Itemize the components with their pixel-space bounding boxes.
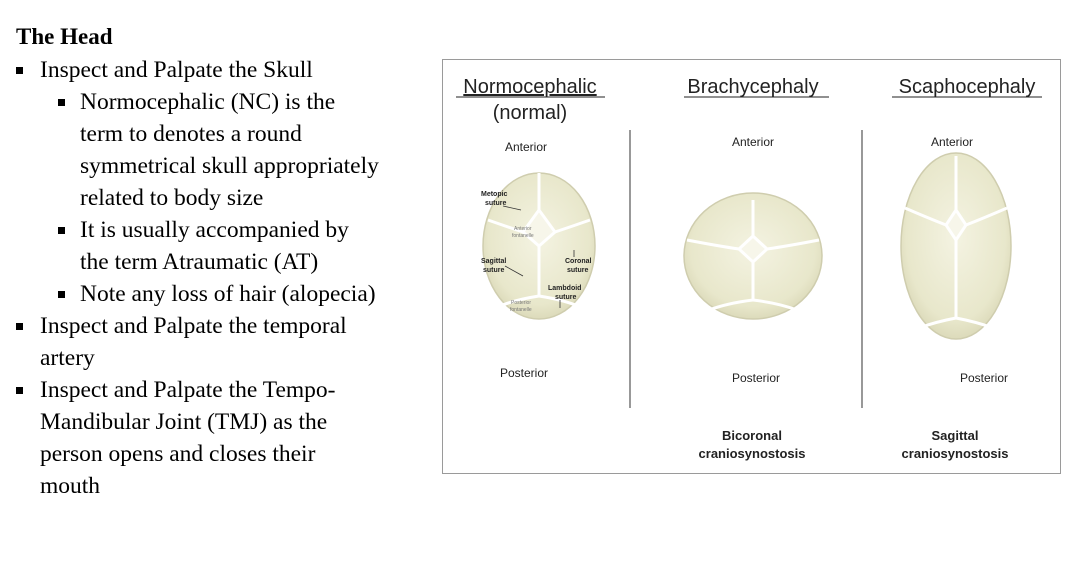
slide-heading: The Head — [16, 24, 113, 49]
posterior-label: Posterior — [732, 371, 780, 385]
bullet-list: Inspect and Palpate the Skull Normocepha… — [16, 54, 436, 502]
square-bullet-icon — [58, 227, 65, 234]
sub-bullet-atraumatic: It is usually accompanied by the term At… — [16, 214, 436, 278]
bullet-text-line: mouth — [40, 473, 101, 499]
bullet-text-line: It is usually accompanied by — [80, 217, 349, 243]
bullet-text-line: artery — [40, 345, 95, 371]
bullet-skull: Inspect and Palpate the Skull — [16, 54, 436, 86]
panel-scaphocephaly: Scaphocephaly Anterior Posterior Sagitta… — [892, 76, 1042, 461]
suture-label: Coronal — [565, 258, 592, 265]
skull-shapes-figure: Normocephalic (normal) Anterior Metopic … — [442, 59, 1061, 474]
fontanelle-label: fontanelle — [512, 233, 534, 239]
bullet-text-line: the term Atraumatic (AT) — [80, 249, 319, 275]
fontanelle-label: Posterior — [511, 300, 531, 306]
panel-title: Normocephalic — [463, 76, 596, 98]
bullet-text-line: Mandibular Joint (TMJ) as the — [40, 409, 328, 435]
sub-bullet-normocephalic: Normocephalic (NC) is the term to denote… — [16, 86, 436, 214]
square-bullet-icon — [16, 323, 23, 330]
square-bullet-icon — [16, 67, 23, 74]
suture-label: suture — [483, 267, 505, 274]
bullet-text-line: Inspect and Palpate the Tempo- — [40, 377, 336, 403]
anterior-label: Anterior — [732, 135, 774, 149]
bullet-text: Inspect and Palpate the Skull — [40, 57, 313, 83]
panel-subtitle: (normal) — [493, 102, 567, 124]
anterior-label: Anterior — [505, 140, 547, 154]
bullet-text-line: term to denotes a round — [80, 121, 302, 147]
suture-label: Sagittal — [481, 258, 506, 265]
square-bullet-icon — [58, 99, 65, 106]
condition-caption: Bicoronal — [722, 428, 782, 443]
panel-normocephalic: Normocephalic (normal) Anterior Metopic … — [456, 76, 605, 380]
bullet-temporal-artery: Inspect and Palpate the temporal artery — [16, 310, 436, 374]
bullet-text-line: symmetrical skull appropriately — [80, 153, 379, 179]
condition-caption: craniosynostosis — [699, 446, 806, 461]
panel-title: Scaphocephaly — [899, 76, 1036, 98]
fontanelle-label: fontanelle — [510, 307, 532, 313]
bullet-tmj: Inspect and Palpate the Tempo- Mandibula… — [16, 374, 436, 502]
anterior-label: Anterior — [931, 135, 973, 149]
suture-label: suture — [555, 294, 577, 301]
condition-caption: Sagittal — [932, 428, 979, 443]
panel-title: Brachycephaly — [687, 76, 818, 98]
bullet-text-line: Normocephalic (NC) is the — [80, 89, 336, 115]
square-bullet-icon — [58, 291, 65, 298]
suture-label: suture — [485, 200, 507, 207]
condition-caption: craniosynostosis — [902, 446, 1009, 461]
bullet-text-line: related to body size — [80, 185, 264, 211]
bullet-text-line: person opens and closes their — [40, 441, 316, 467]
posterior-label: Posterior — [500, 366, 548, 380]
slide-text: The Head Inspect and Palpate the Skull N… — [16, 22, 436, 502]
bullet-text: Note any loss of hair (alopecia) — [80, 281, 376, 307]
bullet-text-line: Inspect and Palpate the temporal — [40, 313, 347, 339]
suture-label: Metopic — [481, 191, 508, 198]
posterior-label: Posterior — [960, 371, 1008, 385]
skull-diagram: Normocephalic (normal) Anterior Metopic … — [456, 76, 1042, 461]
panel-brachycephaly: Brachycephaly Anterior Posterior Bicoron… — [683, 76, 829, 461]
square-bullet-icon — [16, 387, 23, 394]
fontanelle-label: Anterior — [514, 226, 532, 232]
suture-label: Lambdoid — [548, 285, 581, 292]
sub-bullet-alopecia: Note any loss of hair (alopecia) — [16, 278, 436, 310]
suture-label: suture — [567, 267, 589, 274]
